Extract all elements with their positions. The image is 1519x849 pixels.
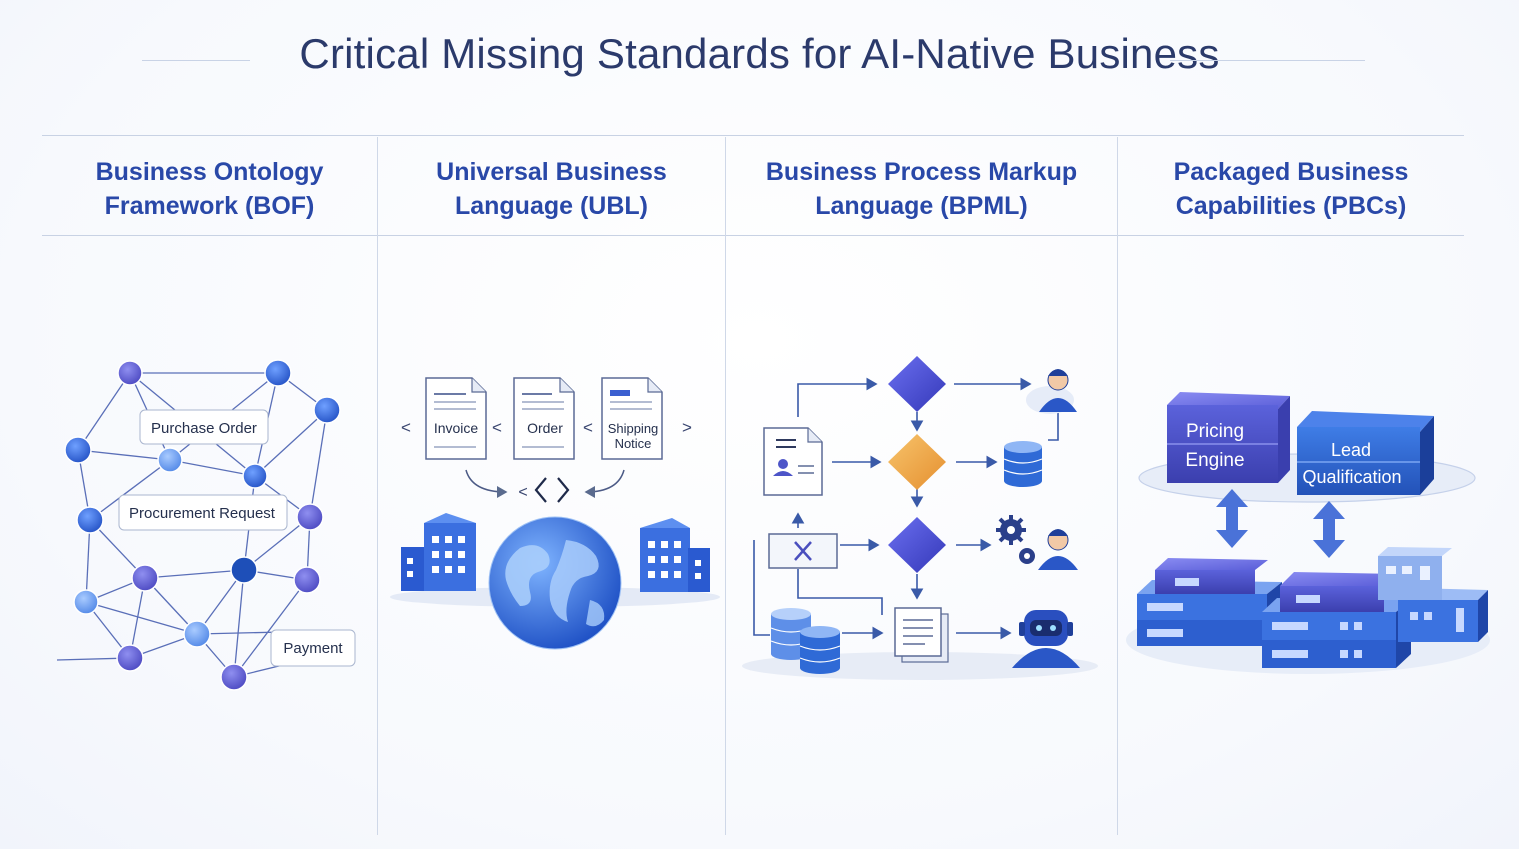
bpml-flow-lines (753, 377, 1059, 640)
gear-icon (996, 515, 1035, 564)
diamond-decision-1 (888, 356, 946, 412)
greater-than-glyph: > (682, 418, 692, 437)
svg-text:Purchase Order: Purchase Order (151, 420, 257, 437)
document-icon-invoice: Invoice (425, 377, 487, 460)
less-than-glyph-3: < (583, 418, 593, 437)
code-brackets-icon: < (518, 477, 570, 503)
svg-text:Pricing: Pricing (1186, 421, 1244, 442)
column-divider-3 (1117, 137, 1118, 835)
page-title: Critical Missing Standards for AI-Native… (299, 30, 1220, 77)
ontology-label-procurement-request: Procurement Request (118, 494, 288, 531)
svg-text:Lead: Lead (1331, 440, 1371, 460)
diamond-decision-3 (888, 517, 946, 573)
column-heading-ubl: Universal Business Language (UBL) (436, 158, 667, 220)
database-icon-1 (1003, 441, 1043, 487)
column-heading-pbc: Packaged Business Capabilities (PBCs) (1173, 158, 1409, 220)
server-stack-icon (1126, 547, 1490, 674)
title-rule-right (1170, 60, 1365, 61)
building-icon-right (640, 518, 710, 592)
person-icon-2 (1038, 529, 1078, 570)
diamond-decision-2 (888, 434, 946, 490)
building-icon-left (401, 513, 476, 591)
ontology-label-purchase-order: Purchase Order (139, 409, 269, 445)
column-divider-1 (377, 137, 378, 835)
header-bottom-rule (42, 235, 1464, 236)
database-icon-2 (770, 608, 841, 674)
less-than-glyph-2: < (492, 418, 502, 437)
svg-text:Qualification: Qualification (1302, 467, 1401, 487)
ontology-label-payment: Payment (270, 629, 356, 667)
document-icon-order: Order (513, 377, 575, 460)
svg-text:Invoice: Invoice (434, 420, 479, 436)
robot-icon (1012, 610, 1080, 668)
form-document-icon (763, 427, 823, 496)
ubl-documents: < Invoice < Order < Shipping (401, 377, 692, 460)
title-rule-left (142, 60, 250, 61)
document-icon-shipping-notice: Shipping Notice (601, 377, 663, 460)
ubl-exchange-arrows (465, 469, 625, 498)
svg-text:Order: Order (527, 420, 563, 436)
svg-text:Payment: Payment (283, 640, 343, 657)
document-stack-icon (894, 607, 949, 663)
header-top-rule (42, 135, 1464, 136)
column-heading-bof: Business Ontology Framework (BOF) (95, 158, 324, 220)
ontology-nodes (64, 359, 341, 691)
pbc-block-lead-qualification: Lead Qualification (1297, 411, 1434, 495)
column-divider-2 (725, 137, 726, 835)
svg-text:Shipping: Shipping (608, 421, 659, 436)
globe-icon (390, 516, 720, 650)
less-than-glyph: < (401, 418, 411, 437)
svg-text:<: < (518, 484, 527, 501)
svg-text:Procurement Request: Procurement Request (129, 505, 276, 522)
person-icon-1 (1026, 369, 1077, 414)
cancel-task-icon (768, 533, 838, 569)
svg-text:Engine: Engine (1185, 450, 1244, 471)
svg-text:Notice: Notice (615, 436, 652, 451)
column-heading-bpml: Business Process Markup Language (BPML) (765, 158, 1078, 220)
pbc-double-arrows (1216, 489, 1345, 558)
pbc-block-pricing-engine: Pricing Engine (1167, 392, 1290, 483)
